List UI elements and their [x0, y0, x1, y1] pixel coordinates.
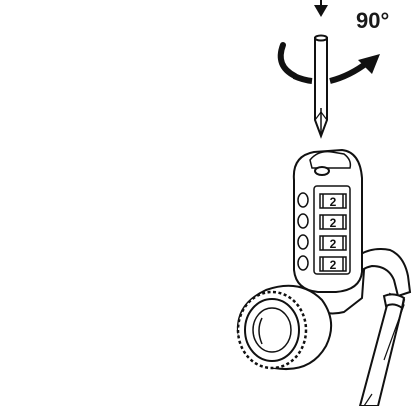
- security-cable: [358, 292, 406, 407]
- rotation-angle-label: 90°: [356, 8, 390, 33]
- rotation-arrow-icon: [277, 42, 380, 84]
- screwdriver-icon: [314, 34, 328, 139]
- dial-digit-4: 2: [330, 258, 337, 272]
- combination-dial-1: 2: [319, 193, 347, 209]
- dial-digit-3: 2: [330, 237, 337, 251]
- combination-dial-3: 2: [319, 235, 347, 251]
- dial-side-ridges: [297, 192, 309, 271]
- combination-dial-2: 2: [319, 214, 347, 230]
- insert-arrow-icon: [314, 0, 328, 17]
- cable-lock-body: 2 2 2 2: [236, 148, 412, 407]
- lock-head-knob: [236, 284, 333, 370]
- dial-digit-1: 2: [330, 195, 337, 209]
- dial-digit-2: 2: [330, 216, 337, 230]
- combination-dial-4: 2: [319, 256, 347, 272]
